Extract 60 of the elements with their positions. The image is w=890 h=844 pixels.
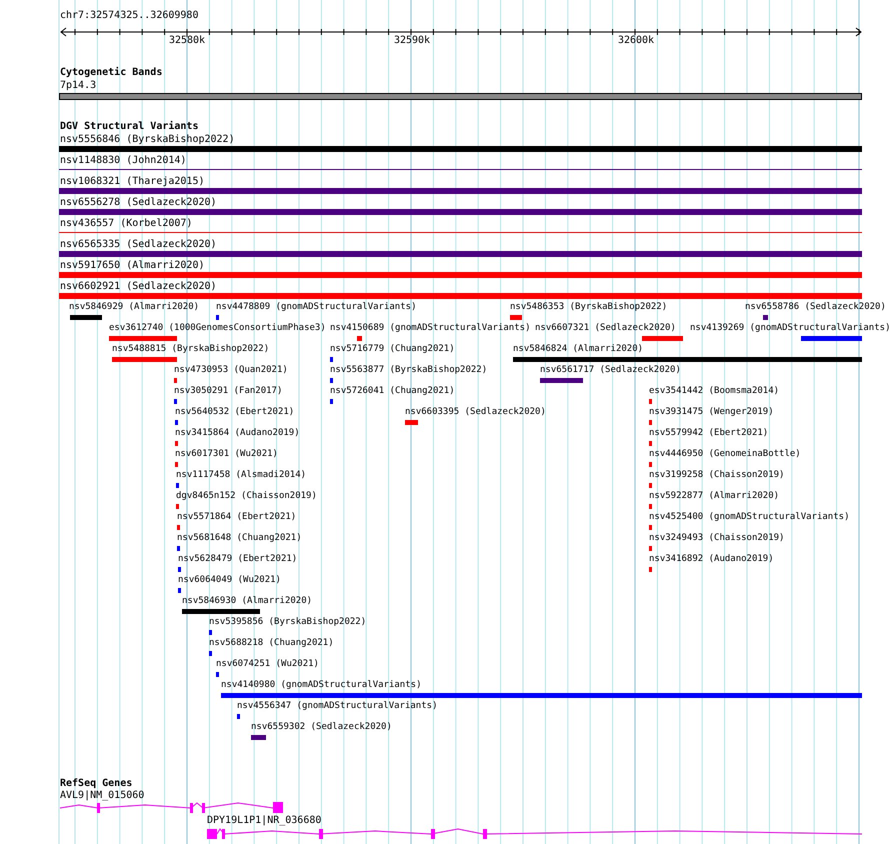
variant-label: nsv4730953 (Quan2021) (174, 366, 288, 375)
variant-label: nsv5486353 (ByrskaBishop2022) (510, 303, 668, 312)
axis-tick-label: 32580k (168, 36, 206, 46)
variant-label: nsv5488815 (ByrskaBishop2022) (112, 345, 270, 354)
variant-label: nsv4139269 (gnomADStructuralVariants) (690, 324, 890, 333)
variant-label: nsv6558786 (Sedlazeck2020) (745, 303, 886, 312)
variant-label: nsv6607321 (Sedlazeck2020) (535, 324, 676, 333)
variant-label: nsv3931475 (Wenger2019) (649, 408, 774, 417)
track-title: RefSeq Genes (60, 779, 132, 789)
variant-label: nsv5628479 (Ebert2021) (178, 555, 298, 564)
variant-label: nsv6561717 (Sedlazeck2020) (540, 366, 681, 375)
gene-label: DPY19L1P1|NR_036680 (207, 816, 322, 826)
axis-tick-label: 32590k (394, 36, 430, 46)
variant-label: nsv3416892 (Audano2019) (649, 555, 774, 564)
variant-label: nsv4446950 (GenomeinaBottle) (649, 450, 801, 459)
variant-label: nsv5556846 (ByrskaBishop2022) (60, 135, 235, 145)
variant-label: nsv1068321 (Thareja2015) (60, 177, 204, 187)
variant-label: nsv5846930 (Almarri2020) (182, 597, 312, 606)
variant-label: nsv4478809 (gnomADStructuralVariants) (216, 303, 416, 312)
variant-label: nsv3415864 (Audano2019) (175, 429, 300, 438)
variant-label: nsv5688218 (Chuang2021) (209, 639, 334, 648)
variant-label: nsv6559302 (Sedlazeck2020) (251, 723, 392, 732)
variant-label: nsv5726041 (Chuang2021) (330, 387, 455, 396)
variant-label: nsv5917650 (Almarri2020) (60, 261, 204, 271)
variant-label: nsv4150689 (gnomADStructuralVariants) (330, 324, 530, 333)
variant-label: nsv6017301 (Wu2021) (175, 450, 278, 459)
band-label: 7p14.3 (60, 81, 96, 91)
variant-label: nsv4525400 (gnomADStructuralVariants) (649, 513, 850, 522)
variant-label: nsv436557 (Korbel2007) (60, 219, 192, 229)
variant-label: nsv3050291 (Fan2017) (174, 387, 282, 396)
variant-label: nsv5563877 (ByrskaBishop2022) (330, 366, 488, 375)
variant-label: nsv3249493 (Chaisson2019) (649, 534, 784, 543)
variant-label: nsv4140980 (gnomADStructuralVariants) (221, 681, 422, 690)
variant-label: nsv6556278 (Sedlazeck2020) (60, 198, 217, 208)
variant-label: esv3612740 (1000GenomesConsortiumPhase3) (109, 324, 326, 333)
variant-label: nsv5579942 (Ebert2021) (649, 429, 768, 438)
track-title: Cytogenetic Bands (60, 68, 162, 78)
variant-label: dgv8465n152 (Chaisson2019) (176, 492, 317, 501)
variant-label: nsv5716779 (Chuang2021) (330, 345, 455, 354)
variant-label: nsv6603395 (Sedlazeck2020) (405, 408, 546, 417)
track-title: DGV Structural Variants (60, 122, 198, 132)
coordinate-label: chr7:32574325..32609980 (60, 11, 198, 21)
variant-label: nsv5846929 (Almarri2020) (69, 303, 200, 312)
variant-label: nsv6064049 (Wu2021) (178, 576, 281, 585)
variant-label: nsv1117458 (Alsmadi2014) (176, 471, 306, 480)
variant-label: nsv6565335 (Sedlazeck2020) (60, 240, 217, 250)
variant-label: nsv3199258 (Chaisson2019) (649, 471, 784, 480)
variant-label: nsv4556347 (gnomADStructuralVariants) (237, 702, 438, 711)
variant-label: nsv5640532 (Ebert2021) (175, 408, 294, 417)
variant-label: nsv5922877 (Almarri2020) (649, 492, 780, 501)
variant-label: nsv6602921 (Sedlazeck2020) (60, 282, 217, 292)
gene-label: AVL9|NM_015060 (60, 791, 144, 801)
variant-label: nsv5571864 (Ebert2021) (177, 513, 296, 522)
variant-label: nsv5846824 (Almarri2020) (513, 345, 644, 354)
variant-label: nsv5681648 (Chuang2021) (177, 534, 302, 543)
variant-label: nsv5395856 (ByrskaBishop2022) (209, 618, 366, 627)
variant-label: nsv1148830 (John2014) (60, 156, 186, 166)
axis-tick-label: 32600k (618, 36, 654, 46)
variant-label: nsv6074251 (Wu2021) (216, 660, 319, 669)
variant-label: esv3541442 (Boomsma2014) (649, 387, 780, 396)
